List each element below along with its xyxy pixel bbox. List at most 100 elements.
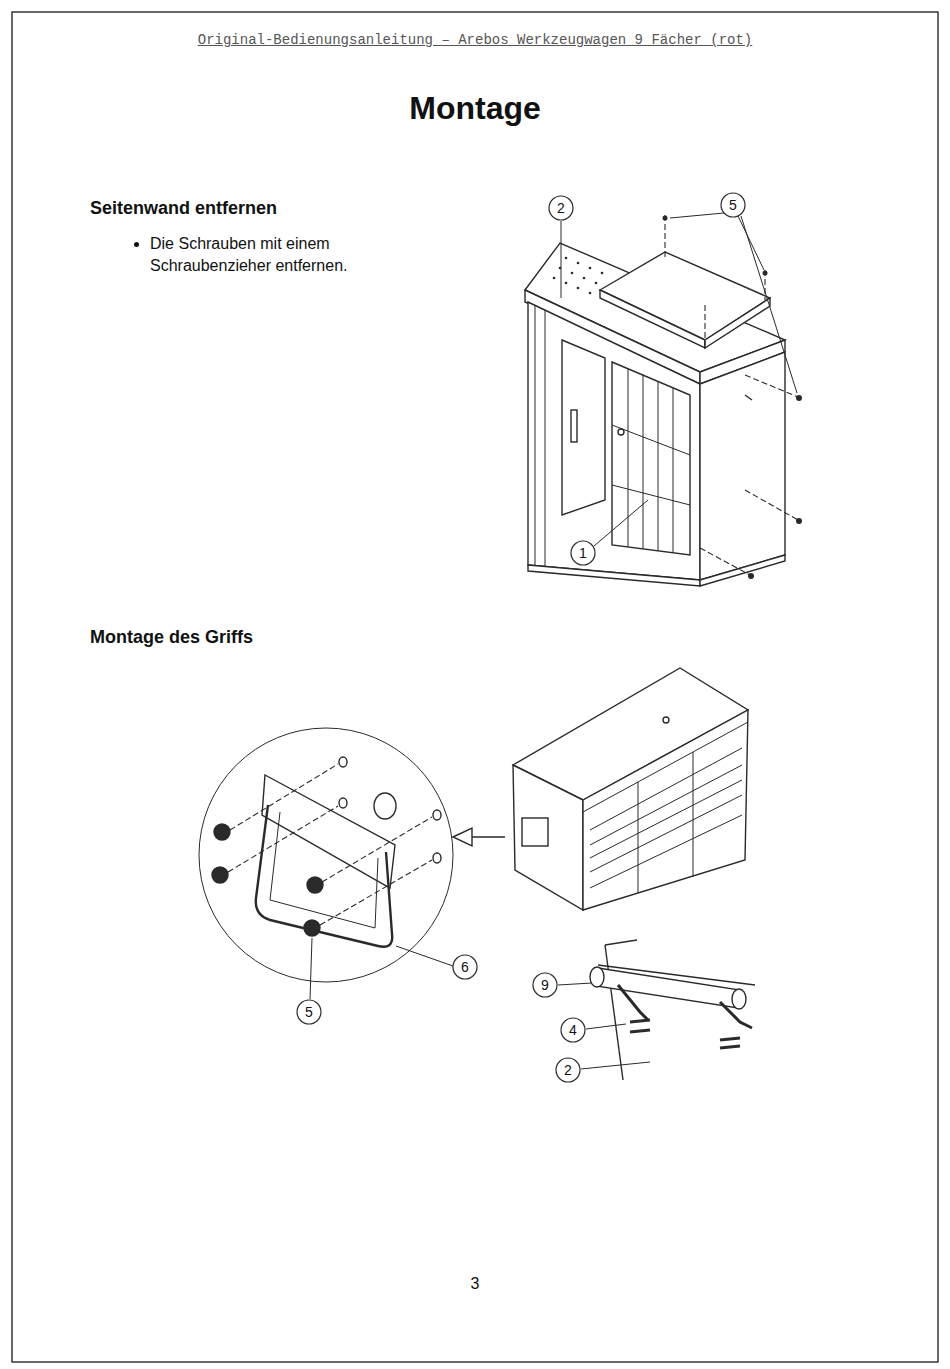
leader-line [670,213,724,218]
hole [565,282,568,285]
panel-edge [605,945,623,1080]
callout-circle [556,1058,580,1082]
hole [553,277,556,280]
bolt [630,1030,650,1032]
bar-end [590,967,604,987]
base [528,565,700,586]
hole [589,292,592,295]
instruction-text: Die Schrauben mit einem Schraubenzieher … [150,233,390,276]
callout-number-box: 4 [569,1023,577,1037]
callout-circle [561,1018,585,1042]
callout-circle [549,196,573,220]
callout-number: 9 [541,978,549,992]
screw [663,216,668,221]
leader-line [594,500,648,546]
callout-circle [297,1000,321,1024]
bar-handle-drawing [558,940,755,1080]
title-block: Montage [409,90,541,127]
section-heading: Seitenwand entfernen [90,198,277,219]
zoom-circle [199,728,453,982]
frame-post [535,306,536,566]
screw [796,395,802,401]
side-plate-edge [705,298,770,348]
hole [433,853,441,863]
leader-line [586,1024,626,1029]
handle-detail [199,728,453,999]
screw-axis [700,548,750,575]
drawer-divider [693,752,694,877]
drawer-line [590,748,742,830]
screw-axis [704,305,705,345]
grille-bar [612,485,690,505]
bar-leg [720,1002,752,1028]
lock [618,429,624,435]
screw [763,271,768,276]
callout-number: 2 [557,201,565,215]
callout-circle [533,973,557,997]
screw-axis [320,860,432,925]
grille-bar [673,388,674,553]
zoom-arrow [470,836,505,837]
grille-bar [658,382,659,551]
hole [433,810,441,820]
callout-circle [571,541,595,565]
page-number: 3 [471,1275,480,1293]
screw [307,877,323,893]
callout-number: 5 [729,198,737,212]
hole [583,277,586,280]
grille-bar [628,369,629,547]
screw-axis [745,375,798,397]
hole [339,757,347,767]
bar-leg [618,985,648,1020]
door [562,340,605,515]
instruction-text-box: Die Schrauben mit einem Schraubenzieher … [150,233,390,276]
screw [304,920,320,936]
chest-front [583,710,748,910]
leader-line [558,983,592,985]
section-heading: Montage des Griffs [90,627,253,648]
callout-number-box: 5 [305,1005,313,1019]
chest-end [513,765,583,910]
callout-circle [721,193,745,217]
bolt [720,1046,740,1048]
drawer-line [590,815,742,888]
grille-panel [612,362,690,555]
hole [339,798,347,808]
bolt [630,1020,650,1022]
callout-number-box: 2 [564,1063,572,1077]
bolt [720,1038,740,1040]
hole [595,282,598,285]
grille-bar [612,425,690,455]
lock [663,717,669,723]
hole [374,793,396,819]
callout-number-box: 9 [541,978,549,992]
running-header: Original-Bedienungsanleitung – Arebos We… [198,32,753,48]
hole [577,287,580,290]
callout-number: 6 [461,960,469,974]
screw [212,867,228,883]
hole [565,257,568,260]
door-handle [571,410,577,442]
screw-axis [230,764,338,830]
page-number-box: 3 [471,1275,480,1293]
handle-small [522,818,548,846]
callout-number-box: 5 [729,198,737,212]
screw-axis [322,817,432,882]
section-heading-box: Seitenwand entfernen [90,198,277,219]
side-plate [600,252,770,340]
page-border [12,12,938,1362]
hole [589,267,592,270]
callout-number: 1 [579,546,587,560]
leader-line [738,216,764,270]
zoom-arrowhead [453,828,472,846]
drawer-line [590,780,742,858]
callout-circle [453,955,477,979]
leader-line [310,938,312,999]
section-heading-box: Montage des Griffs [90,627,253,648]
frame-post [545,310,546,567]
panel-edge [605,940,637,945]
bar [596,968,740,1008]
front-face [528,302,700,580]
callout-number: 2 [564,1063,572,1077]
